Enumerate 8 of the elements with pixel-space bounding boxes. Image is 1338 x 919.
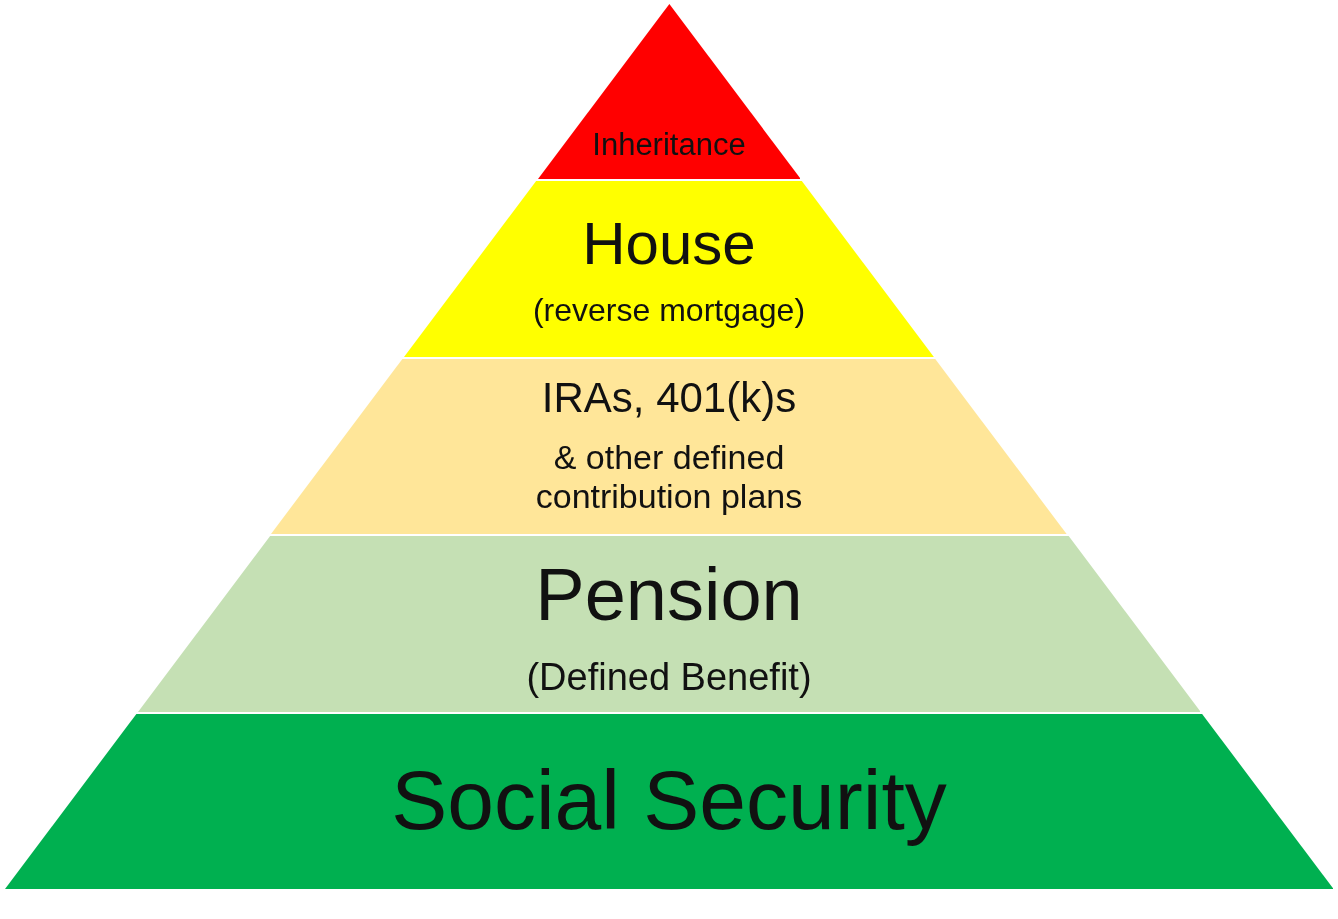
- tier-subtitle: (Defined Benefit): [526, 656, 812, 700]
- tier-subtitle: & other defined contribution plans: [534, 437, 804, 517]
- tier-title: Social Security: [391, 751, 947, 849]
- tier-title: House: [582, 208, 756, 278]
- tier-title: Inheritance: [592, 127, 746, 163]
- tier-subtitle: (reverse mortgage): [532, 291, 806, 329]
- tier-title: Pension: [535, 552, 803, 638]
- tier-title: IRAs, 401(k)s: [541, 373, 797, 423]
